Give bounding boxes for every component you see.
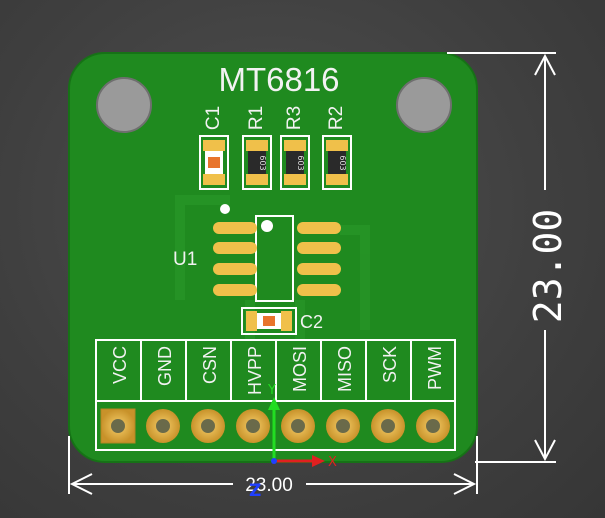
- pin-label-pwm: PWM: [425, 346, 445, 390]
- width-dimension-value: 23.00: [245, 475, 293, 496]
- height-dimension: [447, 52, 556, 463]
- u1-component[interactable]: [213, 204, 341, 302]
- c1-designator: C1: [203, 106, 224, 130]
- pin-label-hvpp: HVPP: [245, 346, 265, 395]
- r2-designator: R2: [326, 106, 347, 130]
- u1-pads-right: [297, 222, 341, 296]
- z-axis-label: Z: [249, 481, 261, 501]
- r3-designator: R3: [284, 106, 305, 130]
- r1-code: 603: [258, 155, 267, 170]
- r1-designator: R1: [246, 106, 267, 130]
- pin-label-vcc: VCC: [110, 346, 130, 384]
- height-dimension-value: 23.00: [526, 209, 570, 323]
- r2-component[interactable]: 603: [322, 135, 352, 190]
- width-dimension: [68, 436, 478, 495]
- u1-pads-left: [213, 222, 257, 296]
- pin-label-gnd: GND: [155, 346, 175, 386]
- mounting-hole-left: [96, 77, 152, 133]
- pin-label-mosi: MOSI: [290, 346, 310, 392]
- axis-triad: X Y Z: [249, 383, 337, 501]
- c1-component[interactable]: [199, 135, 229, 190]
- board-title: MT6816: [218, 61, 339, 98]
- pin-label-csn: CSN: [200, 346, 220, 384]
- pin-label-sck: SCK: [380, 346, 400, 383]
- r3-component[interactable]: 603: [280, 135, 310, 190]
- c2-designator: C2: [300, 312, 323, 332]
- r3-code: 603: [296, 155, 305, 170]
- r1-component[interactable]: 603: [242, 135, 272, 190]
- pin-label-miso: MISO: [335, 346, 355, 392]
- pin-labels: VCC GND CSN HVPP MOSI MISO SCK PWM: [110, 346, 445, 395]
- u1-designator: U1: [173, 249, 197, 270]
- header-pads[interactable]: [100, 408, 450, 444]
- pin1-marker: [220, 204, 230, 214]
- x-axis-label: X: [328, 455, 337, 470]
- r2-code: 603: [338, 155, 347, 170]
- y-axis-label: Y: [267, 383, 276, 398]
- mounting-hole-right: [396, 77, 452, 133]
- c2-component[interactable]: [241, 307, 297, 335]
